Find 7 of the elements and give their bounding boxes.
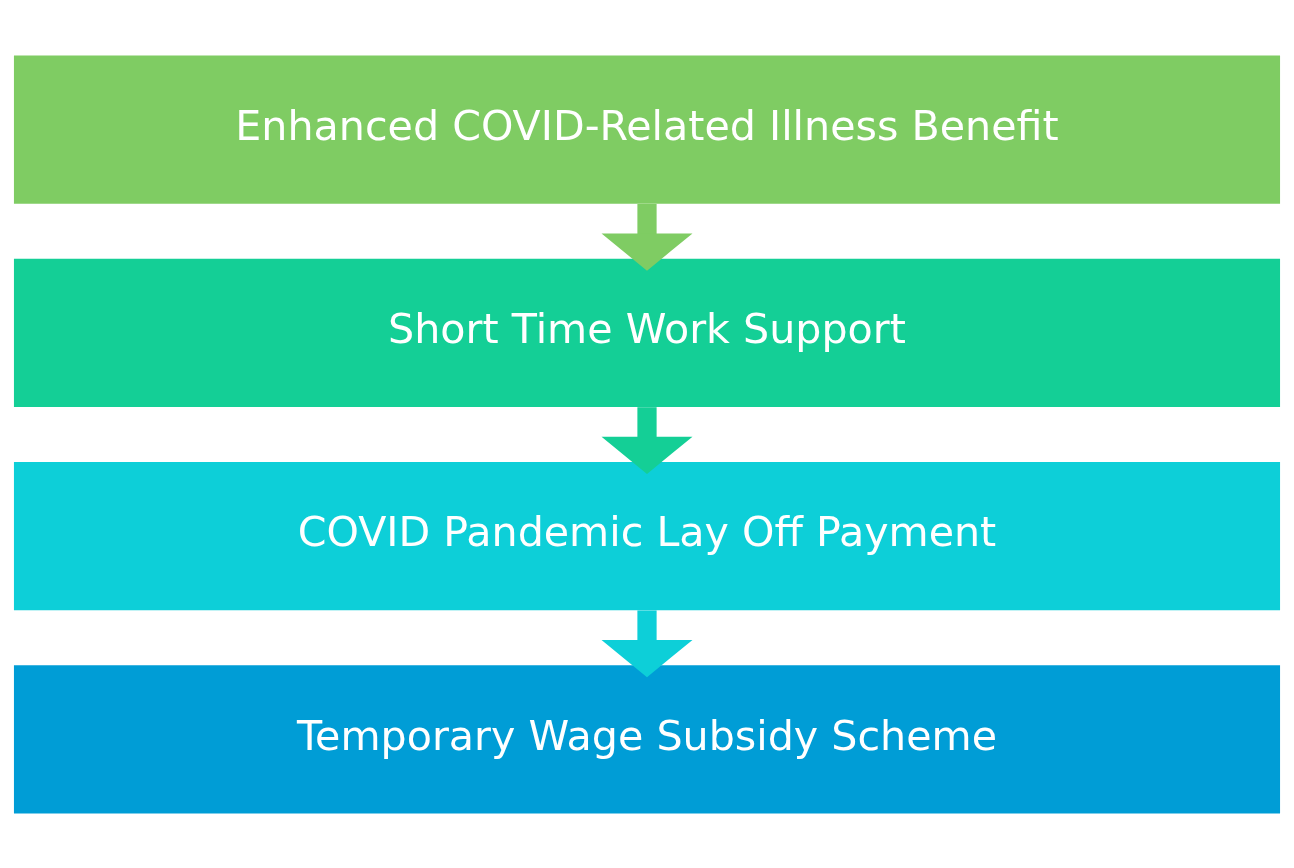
arrow xyxy=(601,203,693,271)
node-box: Temporary Wage Subsidy Scheme xyxy=(13,664,1281,813)
arrow xyxy=(601,406,693,474)
node-box: Short Time Work Support xyxy=(13,258,1281,407)
node-box: COVID Pandemic Lay Off Payment xyxy=(13,461,1281,610)
node-box: Enhanced COVID-Related Illness Benefit xyxy=(13,55,1281,204)
arrow xyxy=(601,609,693,677)
